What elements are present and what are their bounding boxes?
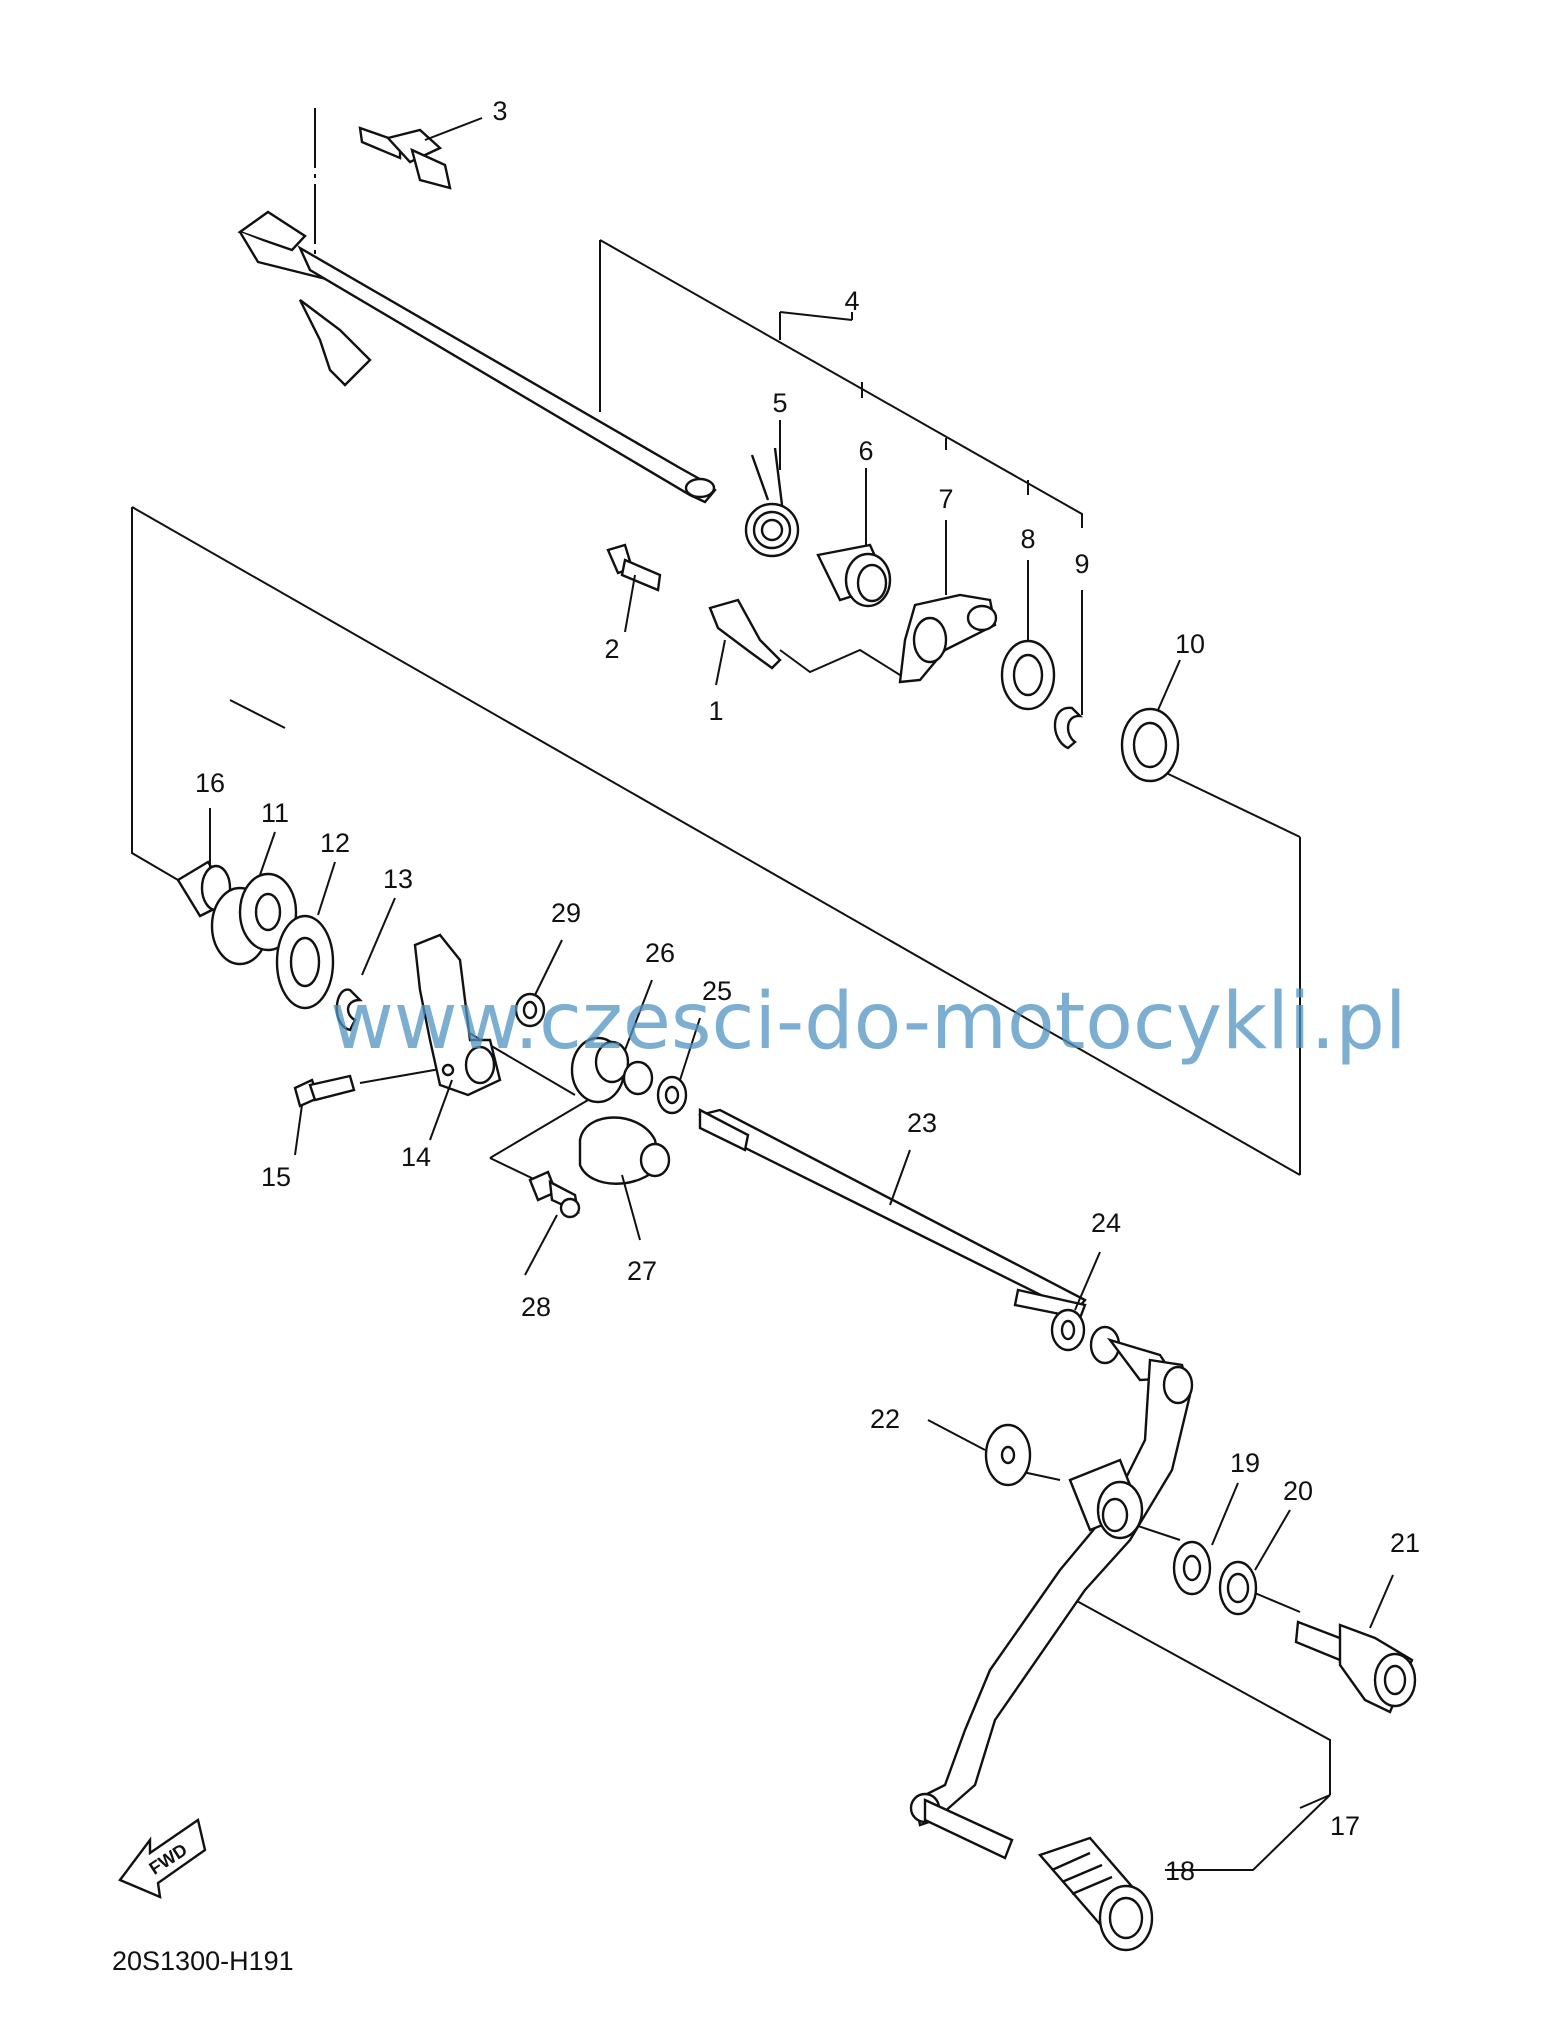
- callout-6: 6: [858, 436, 873, 466]
- part-circlip-9: [1053, 706, 1084, 750]
- part-cover-27: [578, 1116, 671, 1185]
- part-bolt-28: [528, 1170, 581, 1219]
- callout-7: 7: [938, 484, 953, 514]
- part-nut-24: [1050, 1308, 1086, 1352]
- callout-4: 4: [844, 286, 859, 316]
- callout-12: 12: [320, 828, 350, 858]
- callout-18: 18: [1165, 1856, 1195, 1886]
- part-pedal-17: [909, 1325, 1194, 1860]
- part-circlip-13: [335, 988, 363, 1032]
- callout-1: 1: [708, 696, 723, 726]
- callout-25: 25: [702, 976, 732, 1006]
- part-bolt-15: [293, 1074, 356, 1108]
- part-bolt-2: [606, 543, 662, 592]
- part-rubber-18: [1037, 1836, 1154, 1952]
- callout-13: 13: [383, 864, 413, 894]
- group-lines: [131, 108, 1331, 1871]
- callout-11: 11: [261, 798, 289, 828]
- callout-14: 14: [401, 1142, 431, 1172]
- callout-20: 20: [1283, 1476, 1313, 1506]
- callout-16: 16: [195, 768, 225, 798]
- callout-2: 2: [604, 634, 619, 664]
- callout-21: 21: [1390, 1528, 1420, 1558]
- part-bolt-21: [1294, 1620, 1417, 1714]
- callout-9: 9: [1074, 549, 1089, 579]
- callout-8: 8: [1020, 524, 1035, 554]
- part-washer-10: [1120, 707, 1180, 783]
- part-bolt-3: [358, 126, 452, 190]
- callout-29: 29: [551, 898, 581, 928]
- part-washer-22: [984, 1423, 1032, 1487]
- watermark: www.czesci-do-motocykli.pl: [330, 977, 1407, 1067]
- callout-17: 17: [1330, 1811, 1360, 1841]
- part-pin-1: [708, 598, 782, 670]
- part-washer-20: [1218, 1560, 1258, 1616]
- part-washer-29: [514, 992, 546, 1028]
- part-bush-11: [210, 872, 298, 966]
- callout-19: 19: [1230, 1448, 1260, 1478]
- callout-10: 10: [1175, 629, 1205, 659]
- part-joint-26: [570, 1036, 654, 1104]
- part-rod-23: [698, 1108, 1087, 1320]
- callout-26: 26: [645, 938, 675, 968]
- part-collar-6: [816, 543, 892, 608]
- part-washer-25: [656, 1075, 688, 1115]
- callout-22: 22: [870, 1404, 900, 1434]
- part-arm-7: [898, 593, 998, 684]
- diagram-code: 20S1300-H191: [112, 1946, 294, 1976]
- callout-labels: 1 2 3 4 5 6 7 8 9 10 11 12 13 14 15 16 1…: [195, 96, 1420, 1886]
- callout-27: 27: [627, 1256, 657, 1286]
- part-washer-12: [275, 914, 335, 1010]
- part-shift-shaft: [237, 210, 717, 504]
- callout-23: 23: [907, 1108, 937, 1138]
- callout-28: 28: [521, 1292, 551, 1322]
- part-washer-8: [1000, 639, 1056, 711]
- part-spring-5: [744, 447, 800, 558]
- part-lever-14: [413, 933, 502, 1097]
- leader-lines: [209, 117, 1394, 1871]
- callout-3: 3: [492, 96, 507, 126]
- callout-15: 15: [261, 1162, 291, 1192]
- fwd-arrow-icon: FWD: [118, 1818, 207, 1899]
- callout-24: 24: [1091, 1208, 1121, 1238]
- part-washer-19: [1172, 1540, 1212, 1596]
- callout-5: 5: [772, 388, 787, 418]
